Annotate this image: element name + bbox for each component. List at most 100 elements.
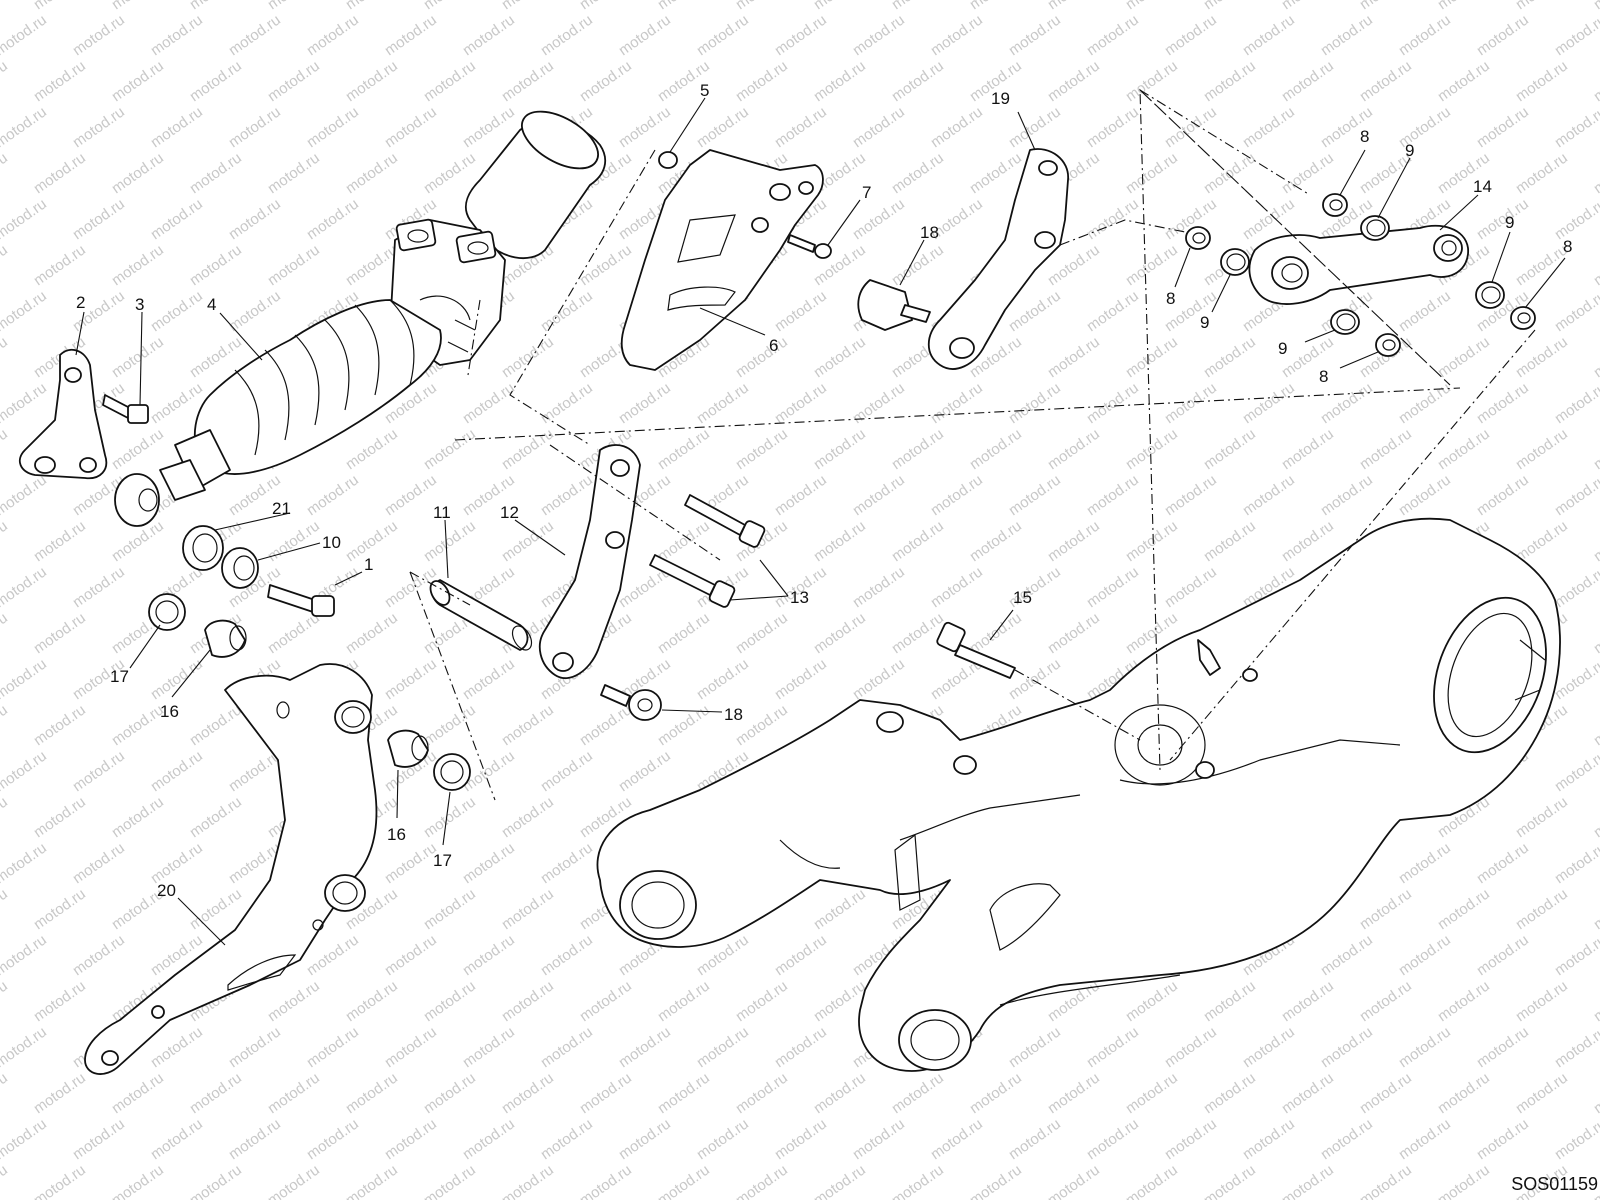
pin-18-upper[interactable]: [857, 279, 931, 331]
watermark-text: motod.ru: [421, 701, 479, 749]
watermark-text: motod.ru: [265, 1161, 323, 1200]
watermark-text: motod.ru: [655, 977, 713, 1025]
bolt-13-upper[interactable]: [684, 494, 766, 548]
watermark-text: motod.ru: [421, 425, 479, 473]
watermark-text: motod.ru: [1357, 425, 1415, 473]
washer-8-left[interactable]: [1185, 226, 1211, 250]
shock-absorber[interactable]: [114, 100, 607, 527]
bearing-16-lower[interactable]: [387, 729, 429, 768]
bracket-bolt[interactable]: [102, 394, 149, 424]
watermark-text: motod.ru: [1318, 471, 1376, 519]
seal-9-right[interactable]: [1475, 281, 1505, 309]
callout-6: 6: [769, 336, 778, 355]
bolt-13-lower[interactable]: [649, 554, 736, 608]
seal-17-lower[interactable]: [433, 753, 471, 791]
seal-9-left[interactable]: [1220, 248, 1250, 276]
watermark-text: motod.ru: [1591, 333, 1600, 381]
watermark-text: motod.ru: [382, 839, 440, 887]
nut-5[interactable]: [658, 151, 678, 169]
watermark-text: motod.ru: [616, 747, 674, 795]
bolt-18-lower[interactable]: [600, 684, 662, 721]
watermark-text: motod.ru: [1474, 195, 1532, 243]
seal-9-bottom[interactable]: [1330, 309, 1360, 335]
watermark-text: motod.ru: [1513, 793, 1571, 841]
watermark-text: motod.ru: [226, 1023, 284, 1071]
watermark-text: motod.ru: [694, 1115, 752, 1163]
watermark-text: motod.ru: [850, 655, 908, 703]
chain-guard[interactable]: [620, 149, 824, 371]
watermark-text: motod.ru: [1474, 471, 1532, 519]
callout-8-top: 8: [1360, 127, 1369, 146]
seal-17-upper[interactable]: [148, 593, 186, 631]
watermark-text: motod.ru: [1240, 471, 1298, 519]
watermark-text: motod.ru: [1396, 11, 1454, 59]
watermark-text: motod.ru: [1240, 11, 1298, 59]
rocker-link-19[interactable]: [927, 148, 1069, 370]
watermark-text: motod.ru: [0, 885, 11, 933]
watermark-text: motod.ru: [1435, 977, 1493, 1025]
watermark-text: motod.ru: [850, 103, 908, 151]
watermark-text: motod.ru: [1084, 287, 1142, 335]
seal-9-top[interactable]: [1360, 215, 1390, 241]
watermark-text: motod.ru: [1123, 977, 1181, 1025]
upper-mount-bracket[interactable]: [18, 348, 108, 480]
bolt-1[interactable]: [267, 584, 335, 617]
watermark-text: motod.ru: [0, 195, 50, 243]
watermark-text: motod.ru: [1435, 885, 1493, 933]
watermark-text: motod.ru: [0, 563, 50, 611]
watermark-text: motod.ru: [31, 885, 89, 933]
watermark-text: motod.ru: [850, 471, 908, 519]
watermark-text: motod.ru: [31, 977, 89, 1025]
watermark-text: motod.ru: [1591, 425, 1600, 473]
watermark-text: motod.ru: [499, 57, 557, 105]
watermark-text: motod.ru: [148, 655, 206, 703]
linkage-plate-12[interactable]: [538, 444, 641, 680]
watermark-text: motod.ru: [1474, 839, 1532, 887]
watermark-text: motod.ru: [967, 517, 1025, 565]
screw-7[interactable]: [787, 234, 832, 259]
watermark-text: motod.ru: [1006, 1023, 1064, 1071]
watermark-text: motod.ru: [1591, 149, 1600, 197]
watermark-text: motod.ru: [187, 57, 245, 105]
watermark-text: motod.ru: [1396, 471, 1454, 519]
watermark-text: motod.ru: [421, 149, 479, 197]
watermark-text: motod.ru: [928, 11, 986, 59]
watermark-text: motod.ru: [1552, 379, 1600, 427]
callout-9-bottom: 9: [1278, 339, 1287, 358]
washer-8-top[interactable]: [1322, 193, 1348, 217]
watermark-text: motod.ru: [577, 977, 635, 1025]
spacer-tube-11[interactable]: [427, 578, 536, 654]
watermark-text: motod.ru: [460, 1115, 518, 1163]
watermark-text: motod.ru: [1123, 517, 1181, 565]
watermark-text: motod.ru: [1279, 149, 1337, 197]
watermark-text: motod.ru: [304, 471, 362, 519]
watermark-text: motod.ru: [421, 1161, 479, 1200]
swingarm[interactable]: [596, 517, 1566, 1072]
washer-8-bottom[interactable]: [1375, 333, 1401, 357]
bushing-10[interactable]: [221, 547, 259, 589]
watermark-text: motod.ru: [499, 333, 557, 381]
bearing-16-upper[interactable]: [204, 619, 247, 658]
watermark-text: motod.ru: [1552, 195, 1600, 243]
watermark-text: motod.ru: [1474, 103, 1532, 151]
watermark-text: motod.ru: [499, 517, 557, 565]
watermark-text: motod.ru: [226, 287, 284, 335]
watermark-text: motod.ru: [187, 241, 245, 289]
link-rod-14[interactable]: [1248, 224, 1469, 305]
watermark-text: motod.ru: [382, 103, 440, 151]
callout-11: 11: [433, 503, 451, 522]
callout-leader-lines: [75, 97, 1566, 946]
watermark-text: motod.ru: [733, 609, 791, 657]
watermark-text: motod.ru: [187, 701, 245, 749]
linkage-arm-20[interactable]: [84, 663, 378, 1075]
watermark-text: motod.ru: [460, 839, 518, 887]
watermark-text: motod.ru: [109, 701, 167, 749]
watermark-text: motod.ru: [31, 149, 89, 197]
washer-8-right[interactable]: [1510, 306, 1536, 330]
watermark-text: motod.ru: [460, 1023, 518, 1071]
spacer-washer-21[interactable]: [182, 525, 224, 571]
watermark-text: motod.ru: [0, 655, 50, 703]
watermark-text: motod.ru: [265, 57, 323, 105]
watermark-text: motod.ru: [538, 379, 596, 427]
bolt-15[interactable]: [936, 621, 1016, 679]
